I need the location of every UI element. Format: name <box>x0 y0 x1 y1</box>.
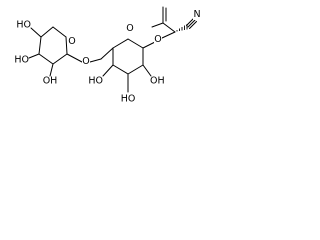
bond <box>102 64 114 77</box>
bond <box>65 36 68 55</box>
molecule-structure-diagram: O O O O N HO HO OH HO HO OH <box>0 0 208 117</box>
atom-labels: O O O O N HO HO OH HO HO OH <box>14 9 201 105</box>
hydroxyl-label: HO <box>88 76 103 87</box>
linker-bonds <box>89 47 114 63</box>
bond <box>30 27 42 38</box>
bond <box>66 53 83 63</box>
structure-drawing: O O O O N HO HO OH HO HO OH <box>14 6 201 105</box>
hydroxyl-label: HO <box>14 55 29 66</box>
left-pyranose-ring <box>28 26 83 77</box>
hydroxyl-label: OH <box>150 76 165 87</box>
hydroxyl-label: HO <box>121 94 136 105</box>
nitrogen-label: N <box>193 9 200 20</box>
hashed-bond <box>176 24 188 32</box>
right-pyranose-ring <box>102 38 156 93</box>
bond <box>40 26 54 38</box>
bond <box>112 64 129 75</box>
hydroxyl-label: OH <box>43 76 58 87</box>
bond <box>89 58 102 63</box>
bond <box>112 38 129 49</box>
bond <box>142 64 152 77</box>
bond <box>38 53 54 65</box>
bond <box>186 18 194 26</box>
bond <box>52 26 67 38</box>
bond <box>127 64 144 75</box>
bond <box>189 21 197 29</box>
aglycone <box>151 6 197 39</box>
bond <box>142 41 156 49</box>
bond <box>151 22 164 28</box>
hydroxyl-label: HO <box>16 20 31 31</box>
glycosidic-oxygen-label: O <box>154 34 161 45</box>
bond <box>52 53 68 65</box>
glycosidic-oxygen-label: O <box>82 56 89 67</box>
bond <box>187 19 196 28</box>
bond <box>162 22 176 33</box>
ring-oxygen-label: O <box>126 23 133 34</box>
ring-oxygen-label: O <box>68 36 75 47</box>
bond <box>127 38 144 49</box>
bond <box>38 36 42 55</box>
bond <box>100 47 114 60</box>
bond <box>161 31 176 39</box>
bond <box>49 63 54 77</box>
bond <box>28 53 40 59</box>
